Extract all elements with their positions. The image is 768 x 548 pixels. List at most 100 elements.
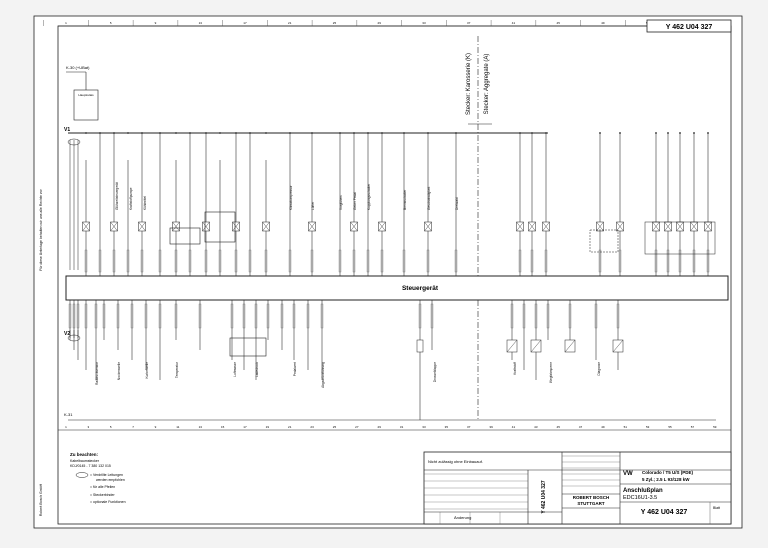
paper xyxy=(33,15,743,529)
pin-tag xyxy=(402,249,406,273)
pin-labels xyxy=(68,249,710,329)
junction-dot xyxy=(113,132,115,134)
sheet-title: Anschlußplan xyxy=(623,488,663,494)
junction-dot xyxy=(339,132,341,134)
pin-tag xyxy=(338,249,342,273)
component-symbol-cross xyxy=(202,221,210,232)
top-ruler-number: 9 xyxy=(155,21,157,25)
notes-line-7: = optionale Funktionen xyxy=(90,500,126,504)
pin-tag xyxy=(68,303,72,329)
notes-line-4: werden empfohlen xyxy=(96,478,125,482)
pin-tag xyxy=(534,303,538,329)
junction-dot xyxy=(85,132,87,134)
control-unit-box xyxy=(65,275,729,301)
upper-component-label: Drehzahl xyxy=(455,197,459,210)
bottom-ruler-number: 1 xyxy=(65,425,67,429)
upper-wires xyxy=(82,132,712,276)
pin-tag xyxy=(264,249,268,273)
cable-bundle xyxy=(69,140,79,270)
pin-tag xyxy=(618,249,622,273)
pin-tag xyxy=(380,249,384,273)
upper-component-label: Vorglühen xyxy=(339,195,343,210)
twisted-pair-symbol xyxy=(75,472,89,478)
pin-tag xyxy=(594,303,598,329)
pin-tag xyxy=(518,249,522,273)
pin-tag xyxy=(234,249,238,273)
junction-dot xyxy=(545,132,547,134)
lower-component-label: Ladedruck xyxy=(255,362,259,377)
drawing-number-vertical: Y 462 U04 327 xyxy=(541,480,547,513)
bottom-ruler-number: 55 xyxy=(668,425,672,429)
pin-tag xyxy=(280,303,284,329)
junction-dot xyxy=(403,132,405,134)
component-symbol-cross xyxy=(676,221,684,232)
component-symbol-cross xyxy=(110,221,118,232)
lower-component-label: Raildrucksensor xyxy=(95,361,99,385)
company-line-1: ROBERT BOSCH xyxy=(573,495,610,500)
bottom-ruler-number: 43 xyxy=(534,425,538,429)
junction-dot xyxy=(127,132,129,134)
component-symbol-cross xyxy=(232,221,240,232)
lower-component-label: Wegfahrsperre xyxy=(549,362,553,383)
title-block-grid xyxy=(424,455,711,524)
junction-dot xyxy=(205,132,207,134)
pin-tag xyxy=(430,303,434,329)
upper-component-label: Kühlmittel xyxy=(143,196,147,210)
pin-tag xyxy=(598,249,602,273)
junction-dot xyxy=(311,132,313,134)
component-symbol-cross xyxy=(704,221,712,232)
pin-tag xyxy=(310,249,314,273)
pin-tag xyxy=(204,249,208,273)
component-symbol-cross xyxy=(378,221,386,232)
bottom-ruler-number: 27 xyxy=(355,425,359,429)
drawing-number-box xyxy=(646,19,732,33)
notes-line-1: Kabelbaumstecker xyxy=(70,459,100,463)
upper-component-label: Klimakompressor xyxy=(289,184,293,210)
engine-spec: 5 Zyl.; 2.5 L 93/128 kW xyxy=(642,477,690,482)
bottom-ruler-number: 53 xyxy=(646,425,650,429)
junction-dot xyxy=(175,132,177,134)
junction-dot xyxy=(667,132,669,134)
bottom-ruler-number: 31 xyxy=(400,425,404,429)
fuse-symbol xyxy=(416,339,424,353)
upper-component-label: Bremsschalter xyxy=(403,189,407,210)
notes-line-6: = Steckerbinder xyxy=(90,493,115,497)
lower-component-label: Drosselklappe xyxy=(433,362,437,382)
junction-dot xyxy=(679,132,681,134)
sensor-symbol-slash xyxy=(612,339,624,353)
pin-tag xyxy=(352,249,356,273)
lower-wires xyxy=(69,300,624,420)
relay-box xyxy=(204,211,236,243)
bottom-ruler-number: 59 xyxy=(713,425,717,429)
pin-tag xyxy=(254,303,258,329)
control-unit-label: Steuergerät xyxy=(402,285,439,292)
top-ruler-number: 1 xyxy=(65,21,67,25)
pin-tag xyxy=(292,303,296,329)
pin-tag xyxy=(568,303,572,329)
pin-tag xyxy=(266,303,270,329)
pin-tag xyxy=(94,303,98,329)
company-line-2: STUTTGART xyxy=(577,501,604,506)
pin-tag xyxy=(72,303,76,329)
component-symbol-cross xyxy=(350,221,358,232)
upper-component-label: Kupplungsschalter xyxy=(367,183,371,210)
lower-component-label: Nockenwelle xyxy=(117,362,121,380)
component-symbol-cross xyxy=(308,221,316,232)
top-ruler-number: 21 xyxy=(288,21,292,25)
pin-tag xyxy=(198,303,202,329)
pin-tag xyxy=(218,249,222,273)
junction-dot xyxy=(531,132,533,134)
pin-tag xyxy=(288,249,292,273)
side-rail-label-2: V2 xyxy=(64,331,70,337)
lower-component-label: Pedalwert xyxy=(293,362,297,376)
pin-tag xyxy=(666,249,670,273)
pin-tag xyxy=(76,303,80,329)
junction-dot xyxy=(235,132,237,134)
bottom-left-text: Robert Bosch GmbH xyxy=(39,483,43,516)
pin-tag xyxy=(140,249,144,273)
pin-tag xyxy=(84,303,88,329)
junction-dot xyxy=(99,132,101,134)
component-symbol-cross xyxy=(424,221,432,232)
